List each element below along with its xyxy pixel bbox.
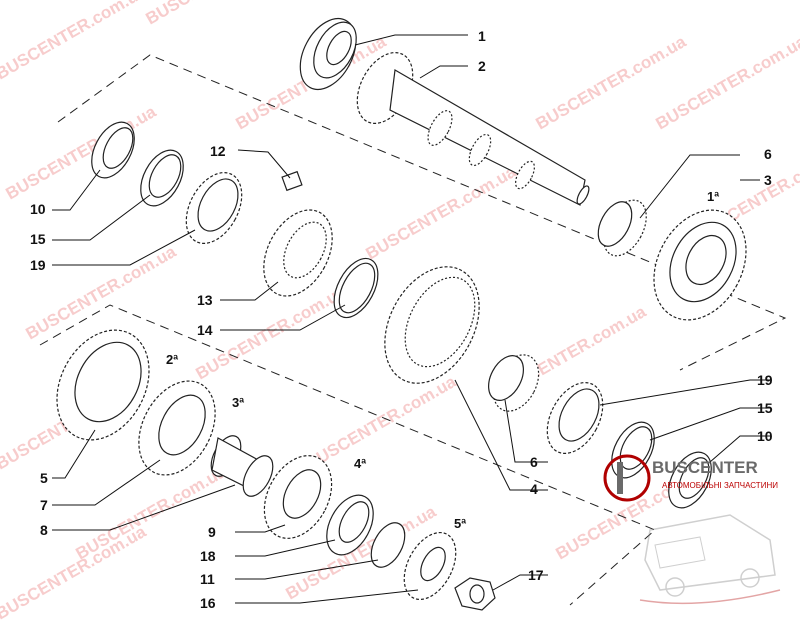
gear-group-label: 1ª	[707, 189, 719, 204]
leader-lines	[52, 34, 770, 604]
sliding-sleeve-part	[384, 266, 480, 384]
watermark-text: BUSCENTER.com.ua	[303, 372, 460, 474]
part-label: 18	[200, 548, 216, 564]
part-label: 16	[200, 595, 216, 611]
key-part	[281, 170, 303, 192]
part-label: 19	[30, 257, 46, 273]
part-label: 2	[478, 58, 486, 74]
first-gear-part	[653, 209, 747, 321]
lower-assembly-frame	[39, 304, 656, 606]
part-label: 6	[764, 146, 772, 162]
watermark-text: BUSCENTER.com.ua	[3, 102, 160, 204]
van-illustration-icon	[639, 514, 781, 605]
watermark-text: BUSCENTER.com.ua	[363, 162, 520, 264]
watermark-text: BUSCENTER.com.ua	[143, 0, 300, 28]
watermark-text: BUSCENTER.com.ua	[0, 0, 150, 83]
bearing-part	[299, 18, 357, 90]
gear-group-label: 5ª	[454, 516, 466, 531]
part-label: 7	[40, 497, 48, 513]
part-label: 1	[478, 28, 486, 44]
gear-group-label: 3ª	[232, 395, 244, 410]
part-label: 15	[30, 231, 46, 247]
part-label: 4	[530, 481, 538, 497]
fifth-gear-part	[403, 531, 457, 601]
watermark-text: BUSCENTER.com.ua	[193, 282, 350, 384]
circlip-part	[333, 257, 379, 319]
part-label: 12	[210, 143, 226, 159]
needle-bearing-part	[597, 199, 647, 257]
fourth-gear-part	[263, 455, 333, 539]
part-label: 6	[530, 454, 538, 470]
synchro-hub-part	[263, 209, 333, 297]
part-label: 10	[757, 428, 773, 444]
part-label: 14	[197, 322, 213, 338]
synchro-cone-part	[185, 172, 243, 244]
part-label: 15	[757, 400, 773, 416]
part-label: 11	[200, 571, 215, 587]
nut-part	[454, 577, 496, 611]
watermark-text: BUSCENTER.com.ua	[0, 522, 150, 624]
logo-subtitle-text: АВТОМОБІЛЬНІ ЗАПЧАСТИНИ	[662, 481, 778, 490]
part-label: 19	[757, 372, 773, 388]
bushing-part	[210, 435, 274, 497]
input-shaft-part	[356, 52, 590, 206]
needle-bearing-part	[488, 354, 540, 412]
bearing-part	[326, 494, 374, 556]
part-label: 13	[197, 292, 213, 308]
logo-bar-icon	[617, 462, 623, 494]
upper-assembly-frame	[57, 54, 787, 371]
part-label: 8	[40, 522, 48, 538]
sync-hub-part	[91, 121, 135, 179]
part-label: 5	[40, 470, 48, 486]
third-gear-part	[138, 380, 216, 476]
part-label: 3	[764, 172, 772, 188]
gear-group-label: 2ª	[166, 352, 178, 367]
gear-group-label: 4ª	[354, 456, 366, 471]
logo-ring-icon	[603, 454, 651, 502]
buscenter-logo: BUSCENTER АВТОМОБІЛЬНІ ЗАПЧАСТИНИ	[603, 454, 781, 605]
watermark-text: BUSCENTER.com.ua	[23, 242, 180, 344]
logo-brand-text: BUSCENTER	[652, 458, 758, 477]
part-label: 9	[208, 524, 216, 540]
circlip-part	[370, 522, 406, 568]
sync-hub-part	[668, 451, 712, 509]
synchro-cone-part	[546, 382, 604, 454]
second-gear-part	[56, 329, 150, 441]
part-label: 17	[528, 567, 544, 583]
sync-ring-part	[140, 149, 184, 207]
part-label: 10	[30, 201, 46, 217]
